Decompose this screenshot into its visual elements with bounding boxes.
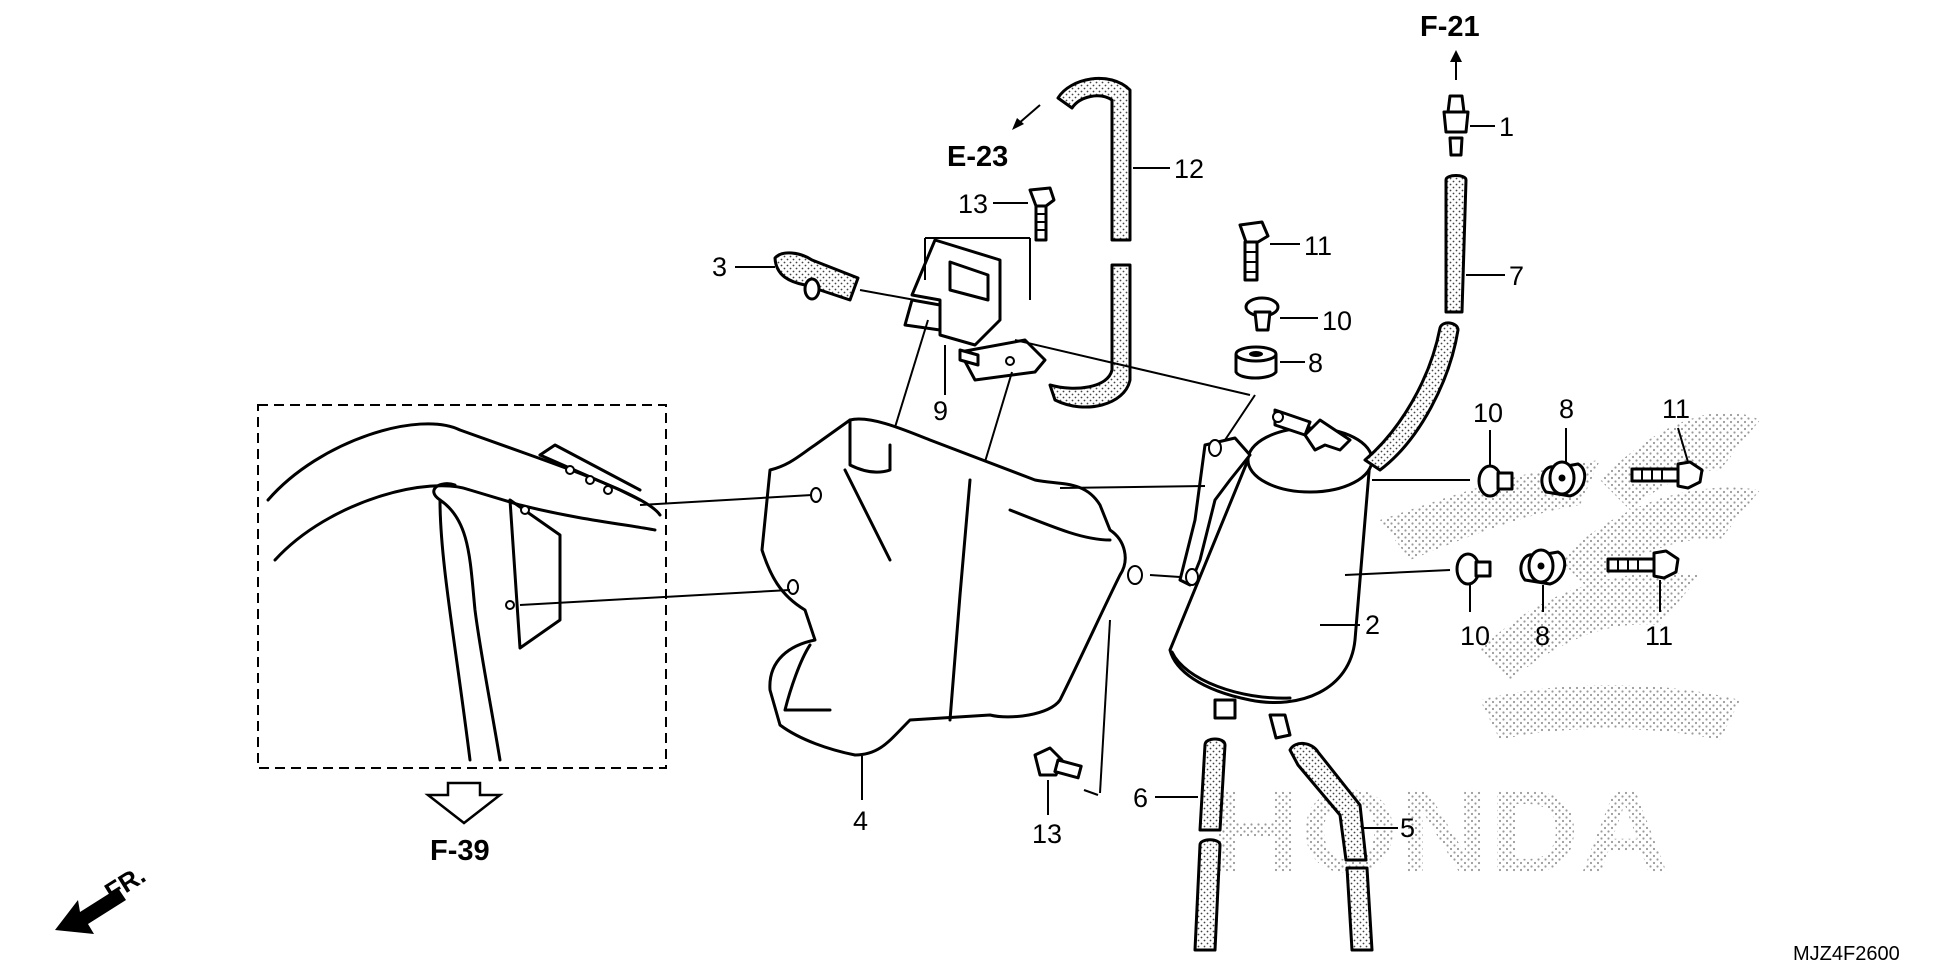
callout-11-right-top-label: 11: [1662, 394, 1690, 424]
callout-13-bottom-label: 13: [1032, 819, 1062, 849]
callout-1-label: 1: [1499, 112, 1514, 142]
callout-12-label: 12: [1174, 154, 1204, 184]
callout-10-right-top: 10: [1473, 398, 1503, 465]
bolt-13-top[interactable]: [1028, 186, 1056, 242]
callout-13-top: 13: [958, 189, 1028, 219]
callout-11-right-bottom-label: 11: [1645, 621, 1673, 651]
callout-9: 9: [933, 345, 948, 426]
hose-6[interactable]: [1193, 737, 1227, 952]
frame-inset: [257, 404, 667, 769]
honda-wing-logo: [1380, 412, 1760, 740]
hose-3[interactable]: [773, 251, 860, 302]
callout-9-label: 9: [933, 396, 948, 426]
f21-label: F-21: [1420, 11, 1480, 43]
callout-10-top: 10: [1280, 306, 1352, 336]
diagram-code: MJZ4F2600: [1793, 943, 1900, 965]
callout-2-label: 2: [1365, 610, 1380, 640]
callout-5-label: 5: [1400, 813, 1415, 843]
callout-6-label: 6: [1133, 783, 1148, 813]
callout-3: 3: [712, 252, 775, 282]
f39-label: F-39: [430, 835, 490, 867]
e23-reference[interactable]: E-23: [947, 104, 1041, 173]
callout-4: 4: [853, 756, 868, 836]
bolt-13-bottom[interactable]: [1033, 619, 1111, 796]
callout-4-label: 4: [853, 806, 868, 836]
front-direction-arrow-icon: FR.: [55, 859, 151, 934]
bolt-11-top[interactable]: [1238, 220, 1270, 282]
collar-10-right-top[interactable]: [1477, 464, 1514, 498]
callout-11-right-top: 11: [1662, 394, 1690, 463]
canister-cover-4[interactable]: [760, 417, 1143, 757]
evap-canister-2[interactable]: [1168, 408, 1374, 740]
callout-7-label: 7: [1509, 261, 1524, 291]
f21-reference[interactable]: F-21: [1420, 11, 1480, 80]
grommet-8-top[interactable]: [1234, 345, 1278, 380]
callout-5: 5: [1363, 813, 1415, 843]
callout-8-top-label: 8: [1308, 348, 1323, 378]
callout-8-top: 8: [1280, 348, 1323, 378]
callout-8-right-bottom-label: 8: [1535, 621, 1550, 651]
collar-10-top[interactable]: [1244, 296, 1280, 332]
callout-11-right-bottom: 11: [1645, 580, 1673, 651]
hose-5[interactable]: [1288, 742, 1374, 952]
callout-2: 2: [1320, 610, 1380, 640]
callout-10-top-label: 10: [1322, 306, 1352, 336]
bolt-11-right-bottom[interactable]: [1606, 549, 1680, 580]
bolt-11-right-top[interactable]: [1630, 460, 1704, 490]
callout-13-top-label: 13: [958, 189, 988, 219]
callout-11-top-label: 11: [1304, 231, 1332, 261]
callout-3-label: 3: [712, 252, 727, 282]
callout-6: 6: [1133, 783, 1198, 813]
hose-12[interactable]: [1048, 76, 1132, 409]
e23-label: E-23: [947, 141, 1008, 173]
watermark-text: HONDA: [1210, 766, 1670, 898]
purge-control-valve-9[interactable]: [903, 238, 1047, 382]
callout-10-right-top-label: 10: [1473, 398, 1503, 428]
callout-10-right-bottom: 10: [1460, 585, 1490, 651]
callout-12: 12: [1133, 154, 1204, 184]
callout-8-right-bottom: 8: [1535, 585, 1550, 651]
callout-10-right-bottom-label: 10: [1460, 621, 1490, 651]
inset-leader-lines: [519, 494, 813, 606]
collar-10-right-bottom[interactable]: [1455, 552, 1492, 586]
callout-8-right-top: 8: [1559, 394, 1574, 462]
joint-1[interactable]: [1442, 94, 1470, 157]
grommet-8-right-bottom[interactable]: [1519, 548, 1567, 586]
hose-7[interactable]: [1363, 174, 1468, 472]
callout-13-bottom: 13: [1032, 780, 1062, 849]
callout-8-right-top-label: 8: [1559, 394, 1574, 424]
grommet-8-right-top[interactable]: [1540, 460, 1587, 498]
callout-11-top: 11: [1270, 231, 1332, 261]
canister-leader-lines: [1059, 394, 1470, 578]
callout-1: 1: [1470, 112, 1514, 142]
callout-7: 7: [1466, 261, 1524, 291]
f39-reference[interactable]: F-39: [424, 781, 504, 867]
